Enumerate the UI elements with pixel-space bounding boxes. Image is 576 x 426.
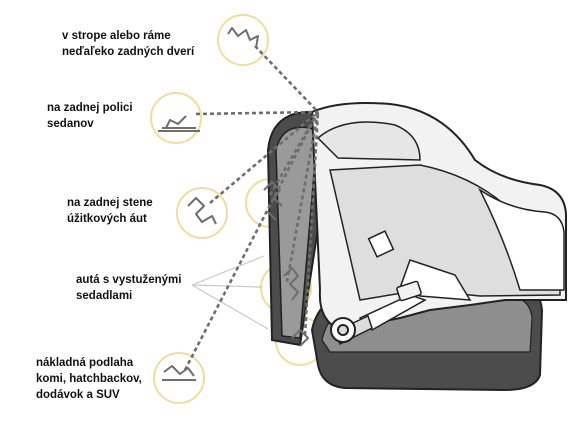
label-shelf-anchor: na zadnej polici sedanov [47, 100, 133, 132]
label-seats-line-1: autá s vystuženými [76, 274, 182, 286]
floor-anchor-circle [153, 352, 205, 404]
seatback-hook-icon [263, 181, 283, 221]
anchor-hooks [158, 27, 309, 381]
label-roof-line-1: v strope alebo ráme [62, 30, 171, 42]
tether-to-seat-base [303, 111, 320, 336]
label-roof-line-2: neďaľeko zadných dverí [62, 46, 195, 58]
tether-to-seatback-lower [285, 111, 320, 283]
label-van-wall-anchor: na zadnej stene úžitkových áut [67, 195, 153, 227]
label-floor-line-3: dodávok a SUV [36, 389, 120, 401]
harness-buckle [396, 280, 422, 302]
child-seat-belt-slot [367, 230, 395, 258]
shelf-anchor-circle [150, 92, 202, 144]
tether-straps [183, 45, 320, 371]
label-shelf-line-2: sedanov [47, 118, 94, 130]
lower-anchor-hub-core [337, 324, 349, 336]
van-wall-hook-icon [187, 197, 217, 225]
child-seat-side-wing [478, 187, 565, 291]
label-van-line-1: na zadnej stene [67, 197, 153, 209]
floor-hook-icon [162, 365, 196, 381]
seat-base-hook-icon [291, 329, 309, 347]
shelf-hook-icon [158, 115, 200, 132]
van-wall-anchor-circle [176, 187, 228, 239]
label-van-line-2: úžitkových áut [67, 213, 147, 225]
roof-anchor-circle [217, 14, 269, 66]
pointer-lines [191, 255, 269, 330]
tether-to-roof [254, 45, 319, 113]
label-floor-anchor: nákladná podlaha komi, hatchbackov, dodá… [36, 355, 142, 403]
child-seat-headrest [316, 121, 421, 161]
seatback-lower-hook-icon [283, 267, 299, 301]
label-roof-anchor: v strope alebo ráme neďaľeko zadných dve… [62, 28, 194, 60]
child-car-seat [310, 102, 567, 346]
tether-to-shelf [195, 110, 319, 116]
label-floor-line-1: nákladná podlaha [36, 357, 134, 369]
tether-to-van-wall [209, 111, 319, 204]
roof-hook-icon [227, 27, 259, 49]
label-shelf-line-1: na zadnej polici [47, 102, 133, 114]
label-seat-anchor: autá s vystuženými sedadlami [76, 272, 181, 304]
label-seats-line-2: sedadlami [76, 290, 133, 302]
label-floor-line-2: komi, hatchbackov, [36, 373, 142, 385]
tether-to-floor [183, 111, 320, 371]
